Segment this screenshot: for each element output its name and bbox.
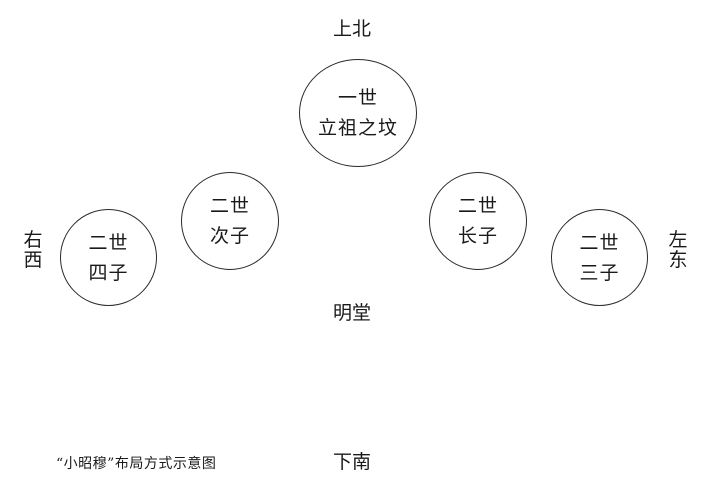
label-west-char-2: 西 — [23, 249, 43, 271]
grave-ancestor-generation: 一世 — [337, 87, 378, 109]
grave-second-son-label: 次子 — [209, 225, 250, 247]
grave-fourth-son: 二世 四子 — [60, 209, 157, 306]
label-south: 下南 — [333, 451, 372, 473]
grave-ancestor-label: 立祖之坟 — [317, 117, 398, 139]
grave-third-son: 二世 三子 — [551, 209, 648, 306]
label-west-char-1: 右 — [23, 229, 43, 251]
grave-third-son-generation: 二世 — [579, 231, 620, 254]
grave-fourth-son-generation: 二世 — [88, 231, 129, 254]
grave-fourth-son-label: 四子 — [88, 261, 129, 284]
label-east: 左 东 — [667, 230, 689, 270]
label-mingtang: 明堂 — [333, 302, 372, 324]
grave-second-son-generation: 二世 — [209, 195, 250, 217]
label-east-char-1: 左 — [668, 229, 688, 251]
label-north: 上北 — [333, 18, 372, 40]
grave-second-son: 二世 次子 — [181, 172, 279, 270]
grave-third-son-label: 三子 — [579, 261, 620, 284]
grave-eldest-son-label: 长子 — [457, 225, 498, 247]
grave-ancestor: 一世 立祖之坟 — [299, 59, 417, 167]
grave-eldest-son-generation: 二世 — [457, 195, 498, 217]
label-west: 右 西 — [22, 230, 44, 270]
figure-caption: “小昭穆”布局方式示意图 — [56, 456, 217, 472]
label-east-char-2: 东 — [668, 249, 688, 271]
grave-eldest-son: 二世 长子 — [429, 172, 527, 270]
